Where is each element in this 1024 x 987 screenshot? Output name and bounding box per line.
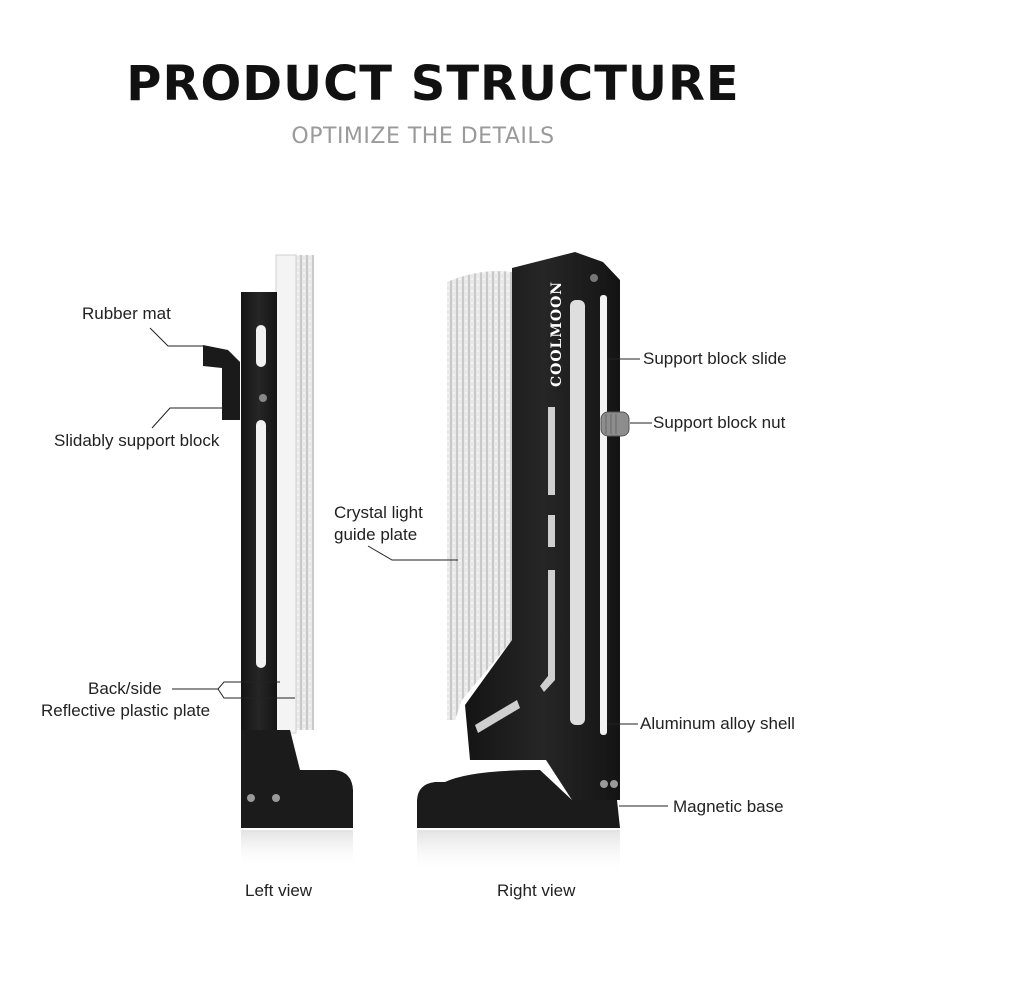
label-support-block-nut: Support block nut: [653, 413, 786, 432]
right-base-screw-2: [610, 780, 618, 788]
label-slidably-support-block: Slidably support block: [54, 431, 220, 450]
label-support-block-slide: Support block slide: [643, 349, 787, 368]
label-guide-plate: guide plate: [334, 525, 418, 544]
left-base: [241, 730, 353, 828]
right-crystal-plate: [447, 271, 512, 720]
right-reflection: [417, 830, 620, 875]
caption-right-view: Right view: [497, 881, 576, 900]
right-base-screw-1: [600, 780, 608, 788]
left-base-screw-1: [247, 794, 255, 802]
left-support-block: [203, 345, 240, 420]
left-screw: [259, 394, 267, 402]
right-view-bracket: [417, 252, 630, 875]
left-reflection: [241, 830, 353, 870]
page-subtitle: OPTIMIZE THE DETAILS: [291, 124, 555, 149]
left-crystal-plate: [296, 255, 314, 730]
right-base: [417, 770, 620, 828]
leader-crystal: [367, 545, 458, 561]
leader-reflective: [217, 688, 295, 699]
right-light-strip: [570, 300, 585, 725]
left-slot-long: [256, 420, 266, 668]
label-magnetic-base: Magnetic base: [673, 797, 784, 816]
left-view-bracket: [203, 254, 353, 870]
label-aluminum-alloy-shell: Aluminum alloy shell: [640, 714, 795, 733]
support-nut: [600, 411, 630, 437]
leader-support-block: [151, 407, 224, 429]
right-slide-slot: [600, 295, 607, 735]
brand-logo: COOLMOON: [549, 281, 565, 387]
caption-left-view: Left view: [245, 881, 313, 900]
label-crystal-light: Crystal light: [334, 503, 423, 522]
leader-back-side: [172, 681, 280, 690]
label-reflective-plastic-plate: Reflective plastic plate: [41, 701, 211, 720]
right-top-screw: [590, 274, 598, 282]
label-back-side: Back/side: [88, 679, 162, 698]
page-title: PRODUCT STRUCTURE: [126, 56, 740, 112]
left-base-screw-2: [272, 794, 280, 802]
label-rubber-mat: Rubber mat: [82, 304, 171, 323]
left-slot-top: [256, 325, 266, 367]
leader-rubber-mat: [149, 327, 206, 347]
left-reflective-plate: [275, 254, 297, 734]
right-window-4: [475, 700, 520, 733]
right-window-3: [540, 570, 555, 692]
leader-lines: [149, 327, 668, 807]
right-window-2: [548, 515, 555, 547]
right-window-1: [548, 407, 555, 495]
